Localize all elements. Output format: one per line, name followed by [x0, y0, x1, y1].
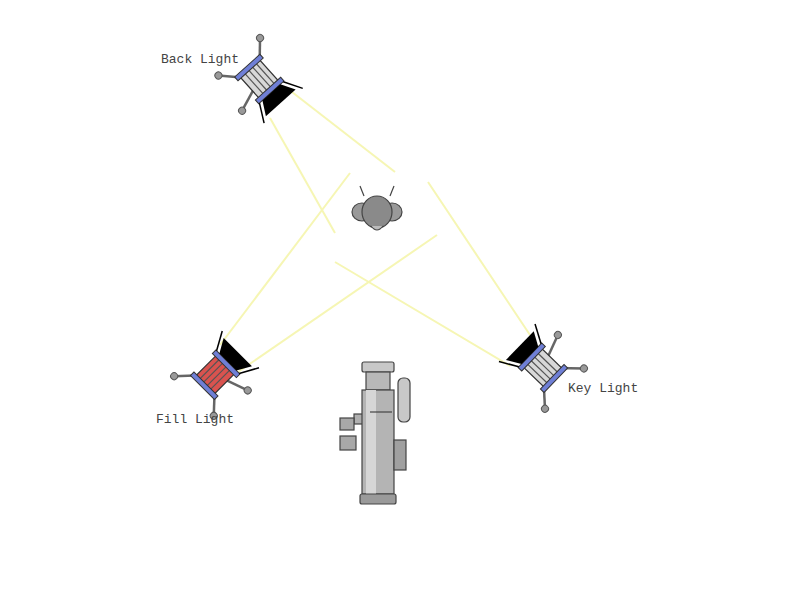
camera: [340, 362, 410, 504]
key-light-icon: [495, 316, 593, 414]
light-label: Key Light: [568, 381, 638, 397]
fill-light-icon: [169, 327, 267, 425]
light-label: Back Light: [161, 52, 239, 68]
light-label: Fill Light: [156, 412, 234, 428]
light-beams: [220, 92, 530, 372]
subject: [352, 186, 402, 230]
back-light-icon: [209, 33, 307, 131]
